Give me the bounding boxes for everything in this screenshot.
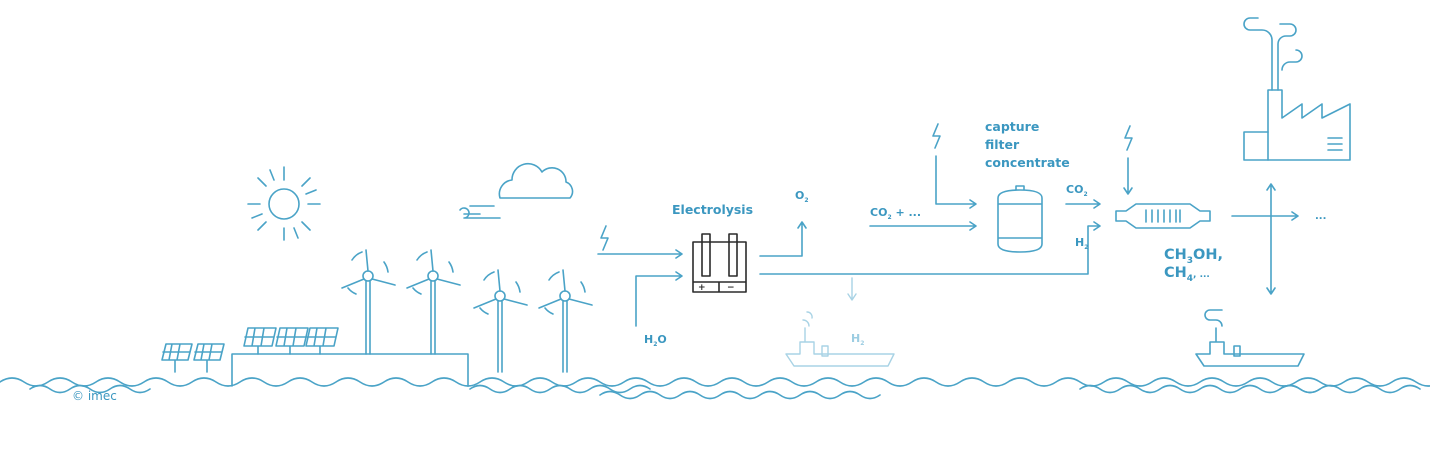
methanol-label: CH3OH, [1164, 247, 1223, 266]
capture-label: capture [985, 119, 1039, 134]
filter-label: filter [985, 137, 1020, 152]
arrow-water-to-electrolyser [635, 271, 683, 327]
wind-turbine-icon [538, 269, 593, 373]
copyright-label: © imec [72, 389, 117, 403]
wind-turbine-icon [341, 249, 396, 355]
arrow-electricity-to-electrolyser [597, 249, 683, 259]
wind-turbine-icon [406, 249, 461, 355]
sea-waves [0, 377, 1430, 400]
solar-panel-icon [305, 327, 339, 355]
arrow-electricity-to-capture [935, 155, 977, 209]
lightning-icon [1124, 125, 1133, 151]
electrolyser-icon [692, 233, 747, 293]
arrow-electricity-to-reactor [1123, 157, 1133, 195]
distribution-arrows [1231, 183, 1299, 295]
solar-panel-icon [243, 327, 277, 355]
cloud-icon [498, 162, 574, 199]
hydrogen-ship-icon [785, 311, 895, 367]
solar-panel-icon [161, 343, 193, 373]
solar-panel-group-small [161, 343, 225, 373]
factory-icon [1243, 17, 1351, 161]
water-label: H2O [644, 333, 667, 348]
arrow-oxygen-output [759, 221, 807, 257]
electrolysis-label: Electrolysis [672, 202, 753, 217]
lightning-icon [932, 123, 941, 149]
lightning-icon [600, 225, 609, 251]
solar-panel-group-large [243, 327, 339, 355]
sun-icon [247, 166, 321, 241]
ship-hydrogen-label: H2 [851, 332, 864, 347]
wind-turbine-icon [473, 269, 528, 373]
product-ship-icon [1195, 309, 1305, 367]
electrode-minus: − [727, 283, 735, 293]
arrow-co2-input [869, 221, 977, 231]
methane-label: CH4, ... [1164, 265, 1210, 284]
offshore-platform [231, 353, 469, 387]
concentrate-label: concentrate [985, 155, 1070, 170]
solar-panel-icon [275, 327, 309, 355]
capture-tank-icon [997, 185, 1043, 253]
arrow-hydrogen-output [759, 221, 1101, 275]
solar-panel-icon [193, 343, 225, 373]
wind-icon [459, 205, 501, 219]
oxygen-label: O2 [795, 189, 809, 204]
co2-output-label: CO2 [1066, 183, 1088, 198]
hydrogen-label: H2 [1075, 236, 1088, 251]
co2-input-label: CO2 + ... [870, 206, 921, 221]
electrode-plus: + [698, 283, 706, 293]
more-products-ellipsis: ... [1315, 211, 1326, 222]
reactor-icon [1115, 203, 1211, 229]
arrow-co2-to-reactor [1065, 199, 1101, 209]
arrow-hydrogen-to-ship [847, 277, 857, 301]
